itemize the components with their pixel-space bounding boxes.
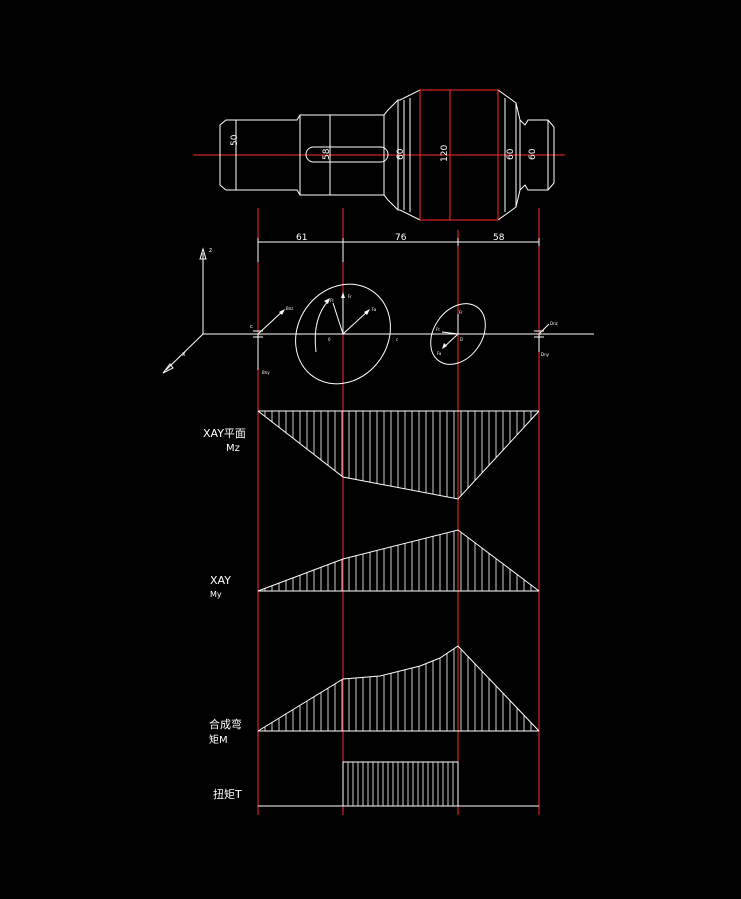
dim-label-3: 120	[440, 145, 450, 162]
dim-label-2: 60	[396, 148, 406, 160]
my-curve	[257, 529, 540, 592]
bearing-c-label: c	[250, 324, 253, 330]
combined-moment-diagram	[257, 645, 540, 732]
x-axis-label: x	[182, 351, 186, 358]
fr-label: Fr	[348, 294, 352, 299]
span-label-1: 76	[395, 233, 407, 243]
span-label-0: 61	[296, 233, 307, 243]
m-sub: 矩M	[209, 733, 228, 746]
x-axis	[165, 333, 204, 371]
ft2-label: Ft	[436, 327, 440, 332]
gear-2-ellipse	[430, 303, 486, 365]
ft-label: Ft	[330, 298, 334, 303]
keyway	[305, 146, 389, 163]
mz-moment-diagram	[257, 410, 540, 500]
torque-diagram	[258, 761, 539, 807]
bnz-label: Bnz	[286, 306, 293, 311]
point-c-label: c	[396, 337, 398, 342]
shaft-outline	[219, 89, 555, 221]
dim-label-1: 58	[322, 148, 332, 160]
diagram-labels: XAY平面 Mz XAY My 合成弯 矩M 扭矩T	[203, 427, 246, 801]
shaft-drawing: 50 58 60 120 60 60	[193, 89, 565, 221]
t-title: 扭矩T	[213, 787, 242, 801]
gear-1-ellipse	[295, 283, 391, 385]
span-label-2: 58	[493, 233, 505, 243]
bny-label: Bny	[262, 370, 270, 375]
dim-label-4: 60	[506, 148, 516, 160]
torque-block	[342, 761, 459, 807]
m-curve	[257, 645, 540, 732]
mz-curve	[257, 410, 540, 500]
m-title: 合成弯	[209, 717, 242, 731]
fr2-label: Fr	[459, 310, 463, 315]
origin-label: 0	[328, 337, 331, 342]
dim-label-5: 60	[528, 148, 538, 160]
mz-title: XAY平面	[203, 427, 246, 440]
mz-sub: Mz	[226, 443, 240, 454]
dnz-label: Dnz	[550, 321, 558, 326]
span-dimensions: 61 76 58	[257, 233, 540, 262]
point-d-label: D	[460, 337, 463, 342]
my-sub: My	[210, 590, 222, 599]
my-moment-diagram	[257, 529, 540, 592]
force-sketch: z x c Bnz Bny Ft Fr Fa 0 c Fr Ft	[162, 247, 594, 385]
dim-label-0: 50	[230, 134, 240, 146]
dny-label: Dny	[541, 352, 550, 357]
z-axis-label: z	[209, 247, 212, 254]
my-title: XAY	[210, 574, 231, 587]
fa-label: Fa	[372, 307, 377, 312]
fa2-label: Fa	[437, 351, 442, 356]
